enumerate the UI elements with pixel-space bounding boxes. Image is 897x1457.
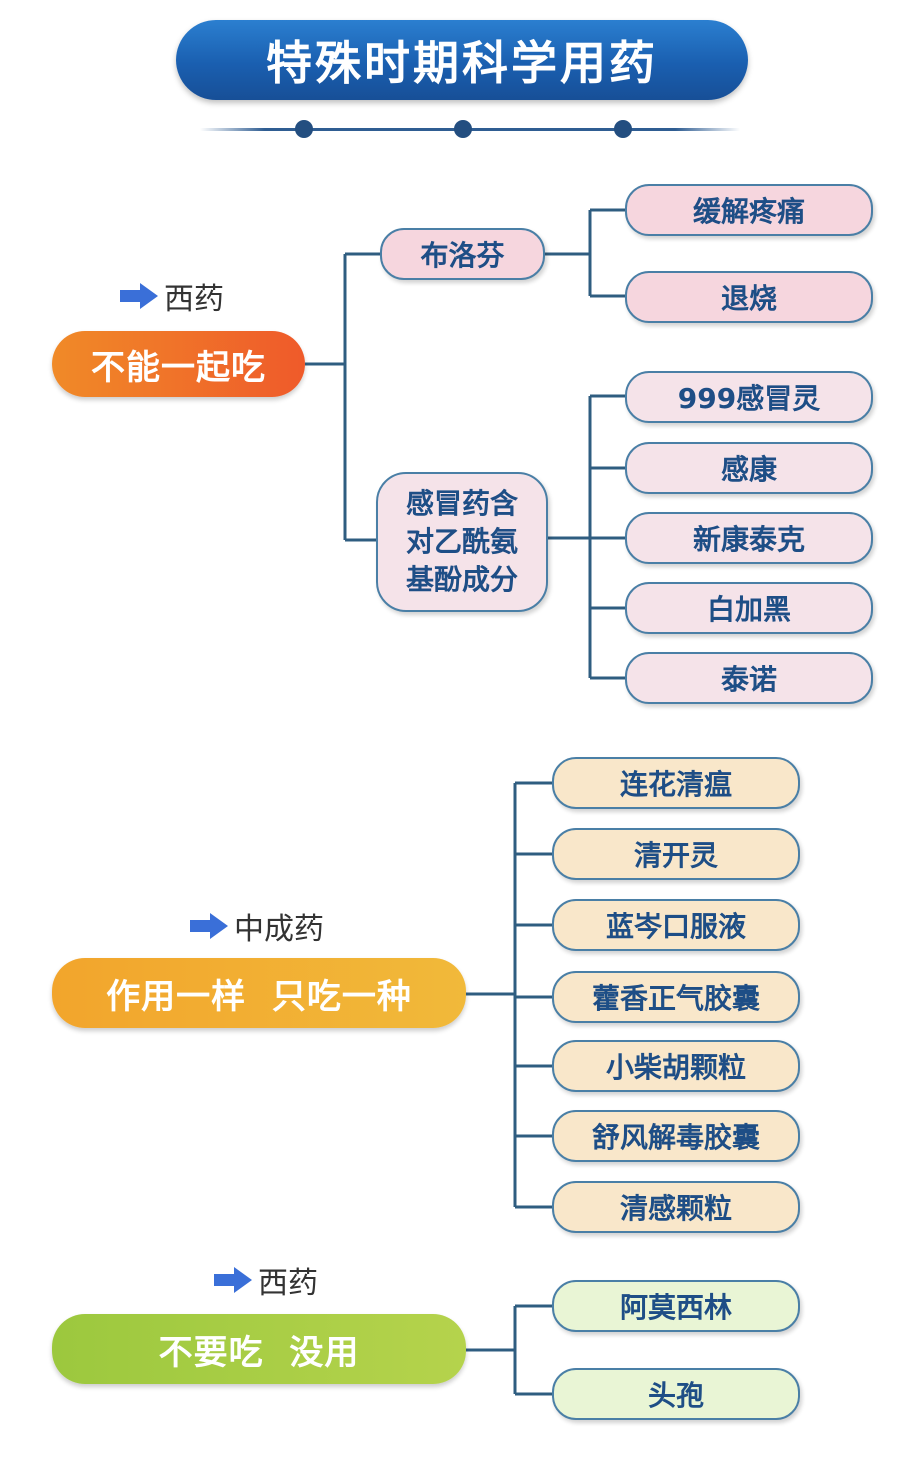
item-box: 白加黑 xyxy=(625,582,873,634)
main-pill-choose-one: 作用一样 只吃一种 xyxy=(52,958,466,1028)
item-box: 清开灵 xyxy=(552,828,800,880)
item-box: 舒风解毒胶囊 xyxy=(552,1110,800,1162)
item-box: 泰诺 xyxy=(625,652,873,704)
category-text: 西药 xyxy=(164,282,224,317)
main-pill-useless: 不要吃 没用 xyxy=(52,1314,466,1384)
category-label: 西药 xyxy=(212,1260,318,1301)
arrow-right-icon xyxy=(120,283,158,309)
item-box: 感康 xyxy=(625,442,873,494)
item-box: 连花清瘟 xyxy=(552,757,800,809)
item-box: 头孢 xyxy=(552,1368,800,1420)
title-divider-dot xyxy=(454,120,472,138)
item-box: 阿莫西林 xyxy=(552,1280,800,1332)
item-box: 清感颗粒 xyxy=(552,1181,800,1233)
category-text: 西药 xyxy=(258,1266,318,1301)
item-box: 退烧 xyxy=(625,271,873,323)
arrow-right-icon xyxy=(190,913,228,939)
group-box-line: 对乙酰氨 xyxy=(405,525,518,558)
page-title: 特殊时期科学用药 xyxy=(176,20,748,100)
title-divider-dot xyxy=(295,120,313,138)
item-box: 新康泰克 xyxy=(625,512,873,564)
category-label: 西药 xyxy=(118,276,224,317)
group-box-line: 基酚成分 xyxy=(405,563,518,596)
group-box-line: 感冒药含 xyxy=(405,487,518,520)
group-box-ibuprofen: 布洛芬 xyxy=(380,228,545,280)
item-box: 小柴胡颗粒 xyxy=(552,1040,800,1092)
main-pill-no-combine: 不能一起吃 xyxy=(52,331,305,397)
item-box: 999感冒灵 xyxy=(625,371,873,423)
item-box: 蓝岑口服液 xyxy=(552,899,800,951)
arrow-right-icon xyxy=(214,1267,252,1293)
item-box: 藿香正气胶囊 xyxy=(552,971,800,1023)
item-box: 缓解疼痛 xyxy=(625,184,873,236)
group-box-acetaminophen: 感冒药含 对乙酰氨 基酚成分 xyxy=(376,472,548,612)
title-divider-dot xyxy=(614,120,632,138)
category-label: 中成药 xyxy=(188,906,324,947)
category-text: 中成药 xyxy=(234,912,324,947)
